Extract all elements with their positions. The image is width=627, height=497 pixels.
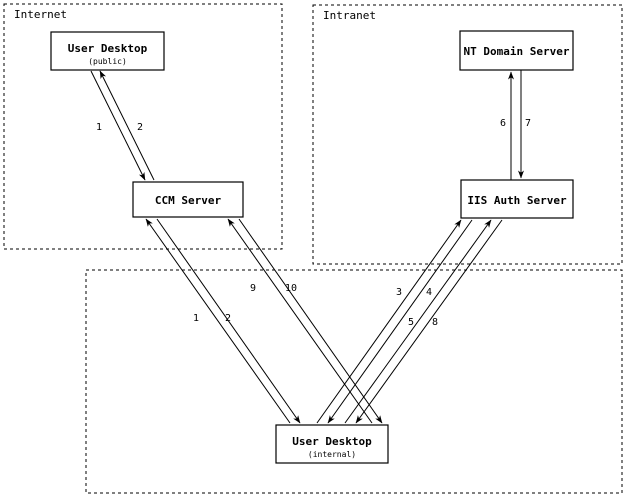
- flow-line-3-internal-to-iis: [316, 219, 462, 424]
- flow-line-9-internal-to-ccm: [227, 218, 373, 424]
- flow-line-4-iis-to-internal: [327, 219, 473, 424]
- node-user-desktop-public-title: User Desktop: [68, 42, 148, 55]
- node-user-desktop-internal[interactable]: User Desktop (internal): [275, 424, 389, 464]
- zone-intranet-label: Intranet: [323, 9, 376, 22]
- node-nt-domain-server-title: NT Domain Server: [464, 45, 570, 58]
- flow-line-10-ccm-to-internal: [238, 218, 383, 424]
- node-user-desktop-public-box[interactable]: [50, 31, 165, 71]
- zone-intranet: Intranet: [312, 4, 623, 265]
- flow-line-5-internal-to-iis: [344, 219, 492, 424]
- edge-label-step-2-public: 2: [137, 122, 143, 133]
- node-user-desktop-internal-subtitle: (internal): [308, 450, 356, 459]
- node-ccm-server-box[interactable]: [132, 181, 244, 218]
- node-user-desktop-internal-box[interactable]: [275, 424, 389, 464]
- edge-label-step-10: 10: [285, 283, 297, 294]
- flow-line-1-public-to-ccm: [90, 70, 146, 181]
- edge-label-step-5: 5: [408, 317, 414, 328]
- edge-label-step-7: 7: [525, 118, 531, 129]
- flow-line-1-internal-to-ccm: [145, 218, 291, 424]
- zone-internal-lan: [85, 269, 623, 494]
- zone-internet-border: [3, 3, 283, 250]
- zone-internet: Internet: [3, 3, 283, 250]
- edge-label-step-1-internal: 1: [193, 313, 199, 324]
- flow-line-8-iis-to-internal: [355, 219, 503, 424]
- zone-internal-lan-border: [85, 269, 623, 494]
- edge-label-step-2-internal: 2: [225, 313, 231, 324]
- edge-labels: 1 2 1 2 3 4 5 6 7 8 9 10: [96, 118, 531, 328]
- node-ccm-server-title: CCM Server: [155, 194, 222, 207]
- edge-label-step-1-public: 1: [96, 122, 102, 133]
- node-user-desktop-public-subtitle: (public): [88, 57, 127, 66]
- edge-label-step-9: 9: [250, 283, 256, 294]
- edge-label-step-3: 3: [396, 287, 402, 298]
- edge-label-step-8: 8: [432, 317, 438, 328]
- zone-internet-label: Internet: [14, 8, 67, 21]
- edge-label-step-6: 6: [500, 118, 506, 129]
- zone-intranet-border: [312, 4, 623, 265]
- node-iis-auth-server[interactable]: IIS Auth Server: [460, 179, 574, 219]
- edge-label-step-4: 4: [426, 287, 432, 298]
- node-iis-auth-server-box[interactable]: [460, 179, 574, 219]
- node-user-desktop-internal-title: User Desktop: [292, 435, 372, 448]
- node-nt-domain-server-box[interactable]: [459, 30, 574, 71]
- flow-line-2-ccm-to-internal: [156, 218, 301, 424]
- node-ccm-server[interactable]: CCM Server: [132, 181, 244, 218]
- node-nt-domain-server[interactable]: NT Domain Server: [459, 30, 574, 71]
- flow-line-2-ccm-to-public: [99, 70, 155, 181]
- node-iis-auth-server-title: IIS Auth Server: [467, 194, 567, 207]
- node-user-desktop-public[interactable]: User Desktop (public): [50, 31, 165, 71]
